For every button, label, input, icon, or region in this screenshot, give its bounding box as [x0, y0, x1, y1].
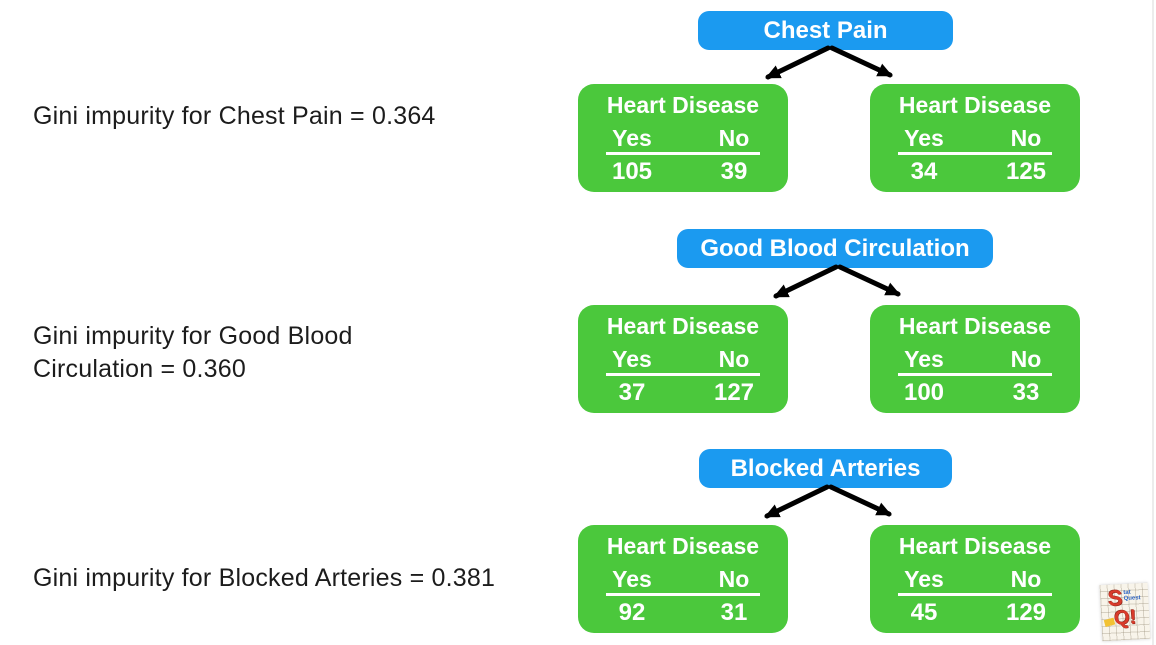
yes-column-header: Yes	[904, 346, 944, 372]
leaf-table: Yes No 92 31	[606, 566, 760, 626]
gini-caption-chest-pain: Gini impurity for Chest Pain = 0.364	[33, 100, 436, 133]
yes-column-header: Yes	[904, 125, 944, 151]
no-column-header: No	[1010, 346, 1042, 372]
no-count: 31	[720, 599, 748, 626]
caption-line: Circulation = 0.360	[33, 355, 246, 383]
leaf-title: Heart Disease	[606, 313, 760, 339]
yes-column-header: Yes	[612, 125, 652, 151]
root-node-good-blood-circulation: Good Blood Circulation	[677, 229, 993, 268]
leaf-chest-pain-left: Heart Disease Yes No 105 39	[578, 84, 788, 192]
yes-count: 92	[618, 599, 646, 626]
no-count: 33	[1012, 379, 1040, 406]
leaf-table: Yes No 37 127	[606, 346, 760, 406]
no-column-header: No	[1010, 125, 1042, 151]
yes-count: 34	[910, 158, 938, 185]
leaf-blocked-arteries-left: Heart Disease Yes No 92 31	[578, 525, 788, 633]
no-count: 129	[1005, 599, 1047, 626]
leaf-table: Yes No 105 39	[606, 125, 760, 185]
caption-line: Gini impurity for Chest Pain = 0.364	[33, 102, 436, 130]
no-count: 39	[720, 158, 748, 185]
leaf-title: Heart Disease	[606, 533, 760, 559]
leaf-title: Heart Disease	[898, 92, 1052, 118]
branch-arrows	[764, 484, 892, 519]
logo-small-text: tat Quest	[1123, 589, 1141, 603]
gini-caption-blocked-arteries: Gini impurity for Blocked Arteries = 0.3…	[33, 562, 495, 595]
caption-line: Gini impurity for Blocked Arteries = 0.3…	[33, 564, 496, 592]
leaf-table: Yes No 34 125	[898, 125, 1052, 185]
root-node-chest-pain: Chest Pain	[698, 11, 953, 50]
leaf-chest-pain-right: Heart Disease Yes No 34 125	[870, 84, 1080, 192]
yes-column-header: Yes	[612, 346, 652, 372]
gini-caption-good-blood-circulation: Gini impurity for Good Blood Circulation…	[33, 320, 353, 386]
no-column-header: No	[1010, 566, 1042, 592]
root-node-blocked-arteries: Blocked Arteries	[699, 449, 952, 488]
no-column-header: No	[718, 125, 750, 151]
leaf-table: Yes No 100 33	[898, 346, 1052, 406]
caption-line: Gini impurity for Good Blood	[33, 322, 353, 350]
logo-letter-s: S	[1107, 585, 1124, 611]
yes-column-header: Yes	[612, 566, 652, 592]
yes-count: 45	[910, 599, 938, 626]
frame-edge-line	[1152, 0, 1154, 645]
leaf-title: Heart Disease	[898, 313, 1052, 339]
yes-column-header: Yes	[904, 566, 944, 592]
yes-count: 105	[611, 158, 653, 185]
yes-count: 37	[618, 379, 646, 406]
no-count: 125	[1005, 158, 1047, 185]
leaf-table: Yes No 45 129	[898, 566, 1052, 626]
leaf-title: Heart Disease	[898, 533, 1052, 559]
branch-arrows	[765, 45, 893, 80]
leaf-blocked-arteries-right: Heart Disease Yes No 45 129	[870, 525, 1080, 633]
leaf-good-blood-circulation-right: Heart Disease Yes No 100 33	[870, 305, 1080, 413]
leaf-title: Heart Disease	[606, 92, 760, 118]
leaf-good-blood-circulation-left: Heart Disease Yes No 37 127	[578, 305, 788, 413]
no-column-header: No	[718, 566, 750, 592]
statquest-logo-icon: S tat Quest Q!	[1099, 582, 1151, 642]
branch-arrows	[773, 264, 901, 299]
no-count: 127	[713, 379, 755, 406]
yes-count: 100	[903, 379, 945, 406]
no-column-header: No	[718, 346, 750, 372]
